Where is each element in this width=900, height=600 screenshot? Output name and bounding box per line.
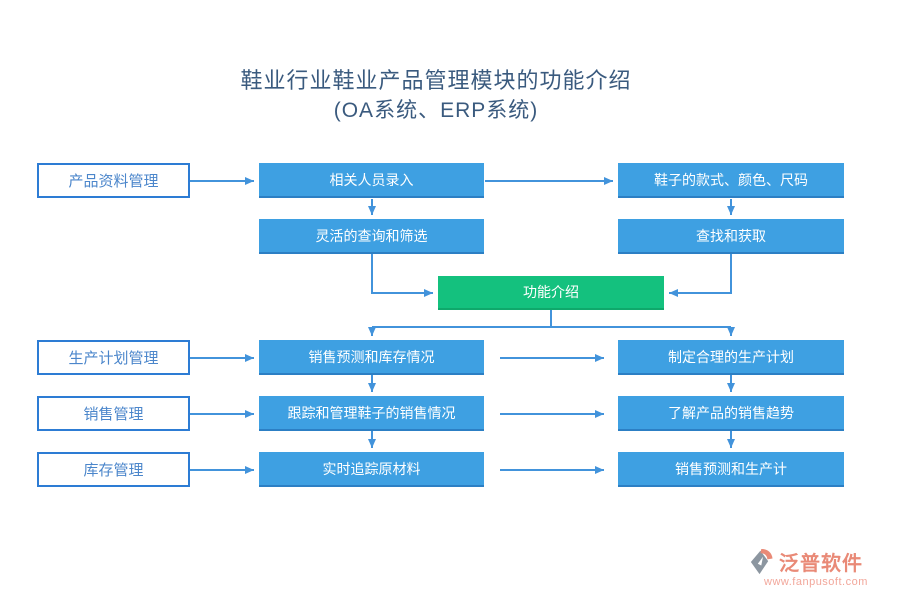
node-sales-mgmt: 销售管理 <box>37 396 190 431</box>
node-feature-intro: 功能介绍 <box>438 276 664 310</box>
brand-name: 泛普软件 <box>779 553 863 575</box>
node-sales-trend: 了解产品的销售趋势 <box>618 396 844 431</box>
fanpu-logo-icon <box>750 548 773 574</box>
page-title-line2: (OA系统、ERP系统) <box>333 99 539 122</box>
node-sales-forecast-inventory: 销售预测和库存情况 <box>259 340 484 375</box>
node-production-plan-mgmt: 生产计划管理 <box>37 340 190 375</box>
node-forecast-production: 销售预测和生产计 <box>618 452 844 487</box>
node-shoe-style: 鞋子的款式、颜色、尺码 <box>618 163 844 198</box>
node-person-entry: 相关人员录入 <box>259 163 484 198</box>
fanpu-watermark: 泛普软件 www.fanpusoft.com <box>750 547 900 588</box>
node-flexible-query: 灵活的查询和筛选 <box>259 219 484 254</box>
page-title-line1: 鞋业行业鞋业产品管理模块的功能介绍 <box>240 68 632 93</box>
node-track-sales: 跟踪和管理鞋子的销售情况 <box>259 396 484 431</box>
node-track-materials: 实时追踪原材料 <box>259 452 484 487</box>
node-inventory-mgmt: 库存管理 <box>37 452 190 487</box>
node-find-get: 查找和获取 <box>618 219 844 254</box>
brand-url: www.fanpusoft.com <box>764 576 868 588</box>
page-title: 鞋业行业鞋业产品管理模块的功能介绍 (OA系统、ERP系统) <box>0 66 872 125</box>
node-product-info-mgmt: 产品资料管理 <box>37 163 190 198</box>
node-reasonable-plan: 制定合理的生产计划 <box>618 340 844 375</box>
